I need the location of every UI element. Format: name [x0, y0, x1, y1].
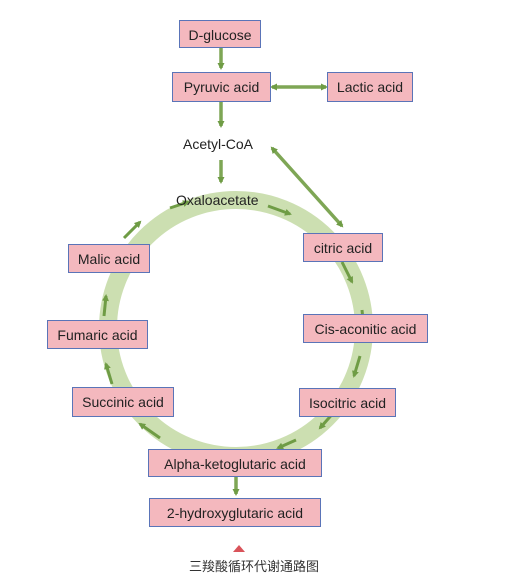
node-isocitric-acid: Isocitric acid	[299, 388, 396, 417]
pathway-arrows	[217, 48, 344, 496]
node-d-glucose: D-glucose	[179, 20, 261, 48]
node-alpha-ketoglutaric-acid: Alpha-ketoglutaric acid	[148, 449, 322, 477]
node-malic-acid: Malic acid	[68, 244, 150, 273]
node-oxaloacetate: Oxaloacetate	[176, 192, 259, 208]
node-citric-acid: citric acid	[303, 233, 383, 262]
caption-marker-icon	[233, 545, 245, 552]
node-fumaric-acid: Fumaric acid	[47, 320, 148, 349]
node-acetyl-coa: Acetyl-CoA	[183, 136, 254, 152]
node-cis-aconitic-acid: Cis-aconitic acid	[303, 314, 428, 343]
arrow-acetylcoa-citric	[270, 146, 344, 228]
node-succinic-acid: Succinic acid	[72, 387, 174, 417]
node-2-hydroxyglutaric-acid: 2-hydroxyglutaric acid	[149, 498, 321, 527]
figure-caption: 三羧酸循环代谢通路图	[188, 560, 319, 575]
node-lactic-acid: Lactic acid	[327, 72, 413, 102]
node-pyruvic-acid: Pyruvic acid	[172, 72, 271, 102]
